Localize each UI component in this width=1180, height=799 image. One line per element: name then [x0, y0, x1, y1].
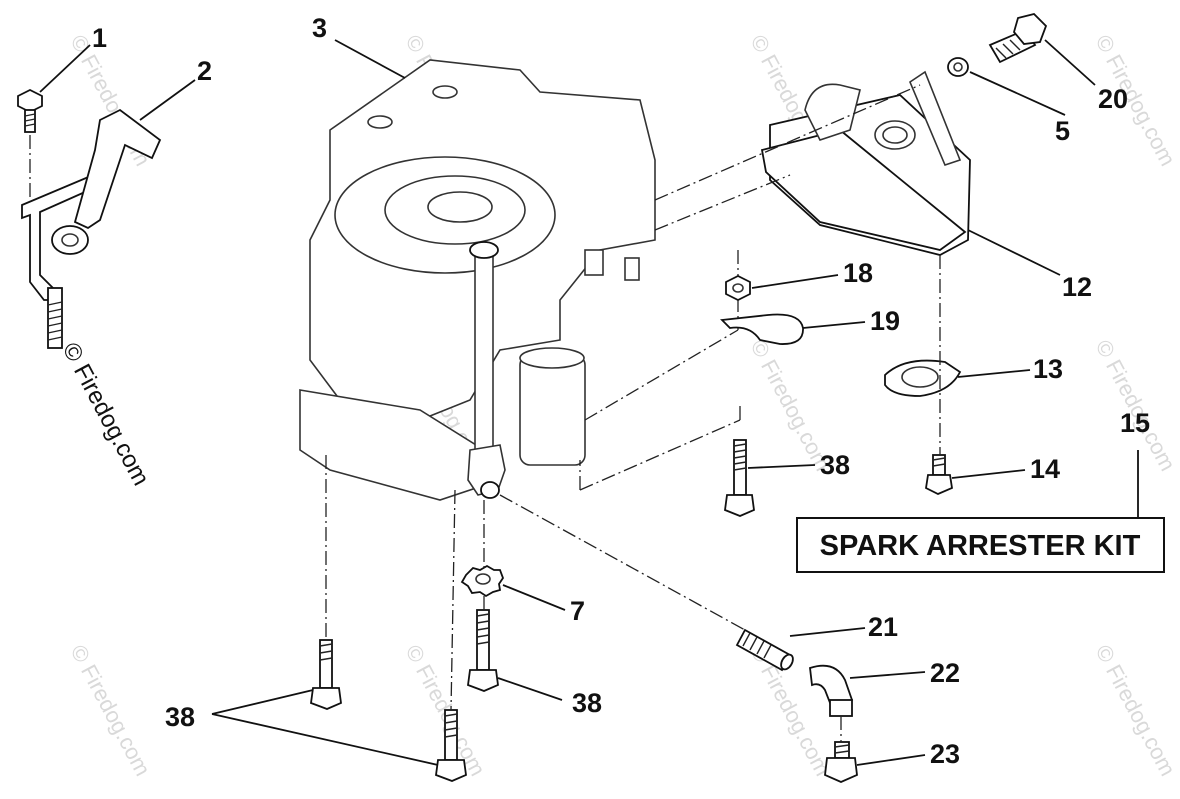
elbow-22-shape [809, 664, 854, 717]
bolt-38-left-shape [310, 639, 342, 710]
bolt-38-lower-shape [435, 709, 467, 782]
callout-18: 18 [843, 258, 873, 288]
callout-20: 20 [1098, 84, 1128, 114]
bolt-38-right-shape [724, 439, 755, 517]
callout-1: 1 [92, 23, 107, 53]
muffler-mount-hardware [947, 13, 1048, 77]
callout-15: 15 [1120, 408, 1150, 438]
engine-shape [299, 59, 656, 501]
callout-21: 21 [868, 612, 898, 642]
callout-23: 23 [930, 739, 960, 769]
spark-arrester-kit-label: SPARK ARRESTER KIT [820, 530, 1141, 562]
watermark-tile: © Firedog.com [66, 641, 156, 780]
nipple-21-shape [735, 628, 794, 672]
side-watermark: © Firedog.com [57, 338, 155, 490]
lock-washer-7-shape [460, 564, 505, 598]
callout-14: 14 [1030, 454, 1060, 484]
callout-12: 12 [1062, 272, 1092, 302]
spark-arrester-kit-box: SPARK ARRESTER KIT [796, 517, 1165, 573]
callout-38-right: 38 [820, 450, 850, 480]
callout-numbers: 1 2 3 20 5 12 18 19 13 15 38 14 7 21 22 … [92, 13, 1150, 769]
watermark-tile: © Firedog.com [1091, 336, 1180, 475]
callout-7: 7 [570, 596, 585, 626]
bolt-38-center-shape [467, 609, 499, 692]
alignment-lines [325, 84, 941, 742]
callout-19: 19 [870, 306, 900, 336]
bolt-14-shape [925, 454, 953, 495]
plug-23-shape [824, 741, 858, 783]
callout-38-center: 38 [572, 688, 602, 718]
callout-2: 2 [197, 56, 212, 86]
muffler-shape [760, 70, 971, 256]
callout-38-left: 38 [165, 702, 195, 732]
clamp-hardware [720, 250, 804, 345]
callout-3: 3 [312, 13, 327, 43]
leader-lines [39, 39, 1139, 766]
callout-5: 5 [1055, 116, 1070, 146]
callout-22: 22 [930, 658, 960, 688]
watermark-tile: © Firedog.com [1091, 641, 1180, 780]
bolt-1-shape [17, 88, 43, 114]
throttle-control-assembly [17, 88, 162, 349]
callout-13: 13 [1033, 354, 1063, 384]
gasket-shape [884, 359, 962, 397]
